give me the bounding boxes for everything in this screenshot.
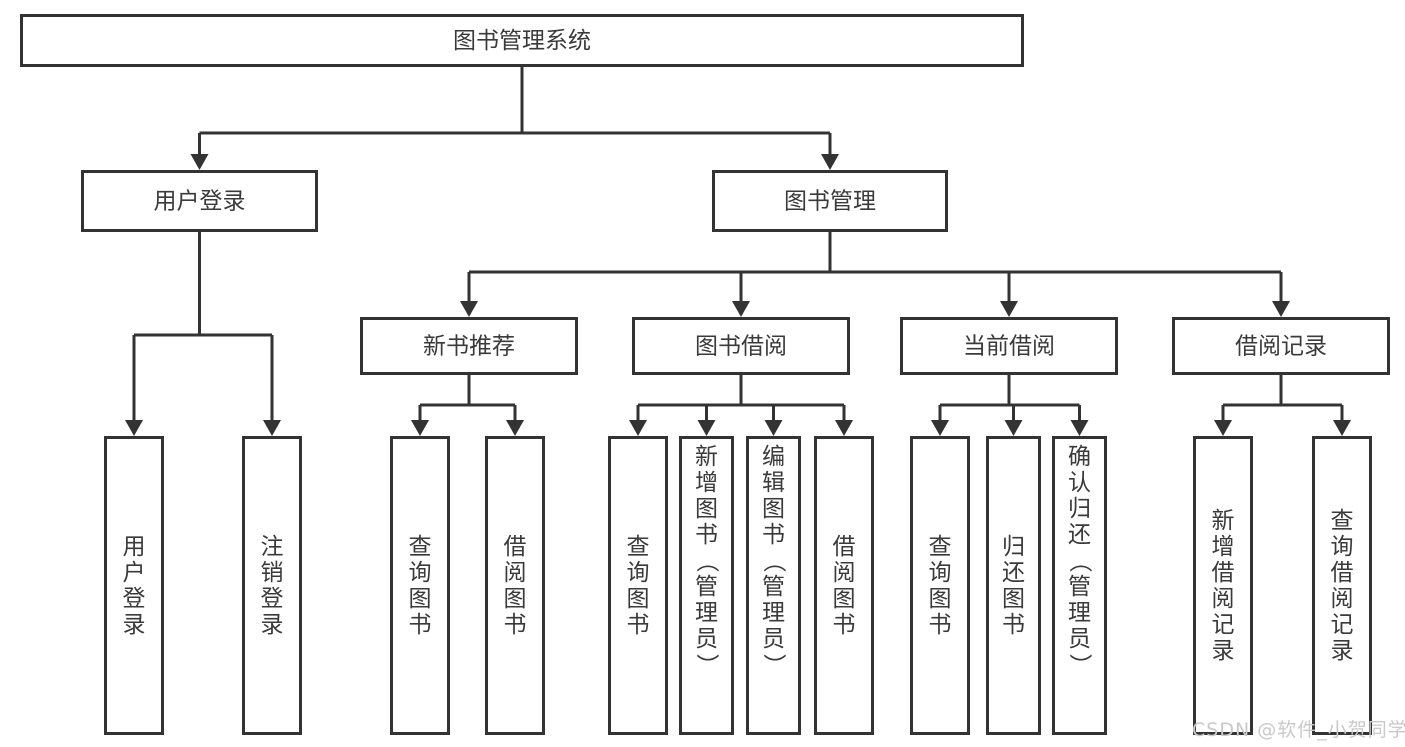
node-box-leaf-logout[interactable] xyxy=(242,436,302,735)
node-box-root[interactable] xyxy=(20,14,1024,67)
node-label-book-borrow: 图书借阅 xyxy=(695,334,787,360)
arrow-head-user-login xyxy=(190,154,209,170)
node-box-book-manage[interactable] xyxy=(712,170,948,232)
arrow-head-leaf-bb-edit xyxy=(764,420,783,436)
arrow-head-leaf-bb-query xyxy=(629,420,647,436)
arrow-head-leaf-bb-add xyxy=(697,420,716,436)
node-label-root: 图书管理系统 xyxy=(453,28,591,54)
node-box-leaf-bb-borrow[interactable] xyxy=(814,436,874,735)
arrow-head-leaf-cb-return xyxy=(1004,420,1023,436)
node-box-leaf-cb-return[interactable] xyxy=(986,436,1041,735)
node-label-current-borrow: 当前借阅 xyxy=(963,334,1055,360)
arrow-head-leaf-br-query xyxy=(1333,420,1351,436)
node-box-leaf-user-login[interactable] xyxy=(104,436,164,735)
node-box-borrow-record[interactable] xyxy=(1172,317,1390,375)
arrow-head-current-borrow xyxy=(1000,301,1018,317)
connectors-layer xyxy=(125,67,1351,436)
arrow-head-leaf-rec-query xyxy=(411,420,429,436)
node-box-user-login[interactable] xyxy=(81,170,318,232)
arrow-head-leaf-logout xyxy=(263,420,281,436)
node-box-leaf-br-query[interactable] xyxy=(1312,436,1372,735)
node-label-book-manage: 图书管理 xyxy=(784,189,876,215)
arrow-head-leaf-br-add xyxy=(1214,420,1232,436)
node-box-leaf-br-add[interactable] xyxy=(1193,436,1253,735)
node-box-leaf-cb-confirm[interactable] xyxy=(1052,436,1107,735)
node-box-leaf-cb-query[interactable] xyxy=(910,436,970,735)
arrow-head-leaf-bb-borrow xyxy=(835,420,853,436)
csdn-watermark: CSDN @软件_小贺同学 xyxy=(1192,719,1405,741)
node-box-leaf-bb-query[interactable] xyxy=(608,436,668,735)
arrow-head-book-borrow xyxy=(732,301,750,317)
node-box-leaf-rec-borrow[interactable] xyxy=(485,436,545,735)
node-label-user-login: 用户登录 xyxy=(154,189,246,215)
node-label-borrow-record: 借阅记录 xyxy=(1235,334,1327,360)
boxes-layer xyxy=(20,14,1390,735)
arrow-head-book-manage xyxy=(821,154,839,170)
node-box-leaf-bb-edit[interactable] xyxy=(746,436,801,735)
node-box-book-borrow[interactable] xyxy=(632,317,850,375)
node-box-leaf-bb-add[interactable] xyxy=(679,436,734,735)
arrow-head-leaf-cb-query xyxy=(931,420,949,436)
arrow-head-leaf-rec-borrow xyxy=(506,420,524,436)
node-box-leaf-rec-query[interactable] xyxy=(390,436,450,735)
arrow-head-new-book-rec xyxy=(460,301,478,317)
arrow-head-leaf-user-login xyxy=(125,420,143,436)
node-label-new-book-rec: 新书推荐 xyxy=(423,334,515,360)
node-box-new-book-rec[interactable] xyxy=(360,317,578,375)
arrow-head-borrow-record xyxy=(1272,301,1290,317)
arrow-head-leaf-cb-confirm xyxy=(1070,420,1089,436)
node-box-current-borrow[interactable] xyxy=(900,317,1118,375)
